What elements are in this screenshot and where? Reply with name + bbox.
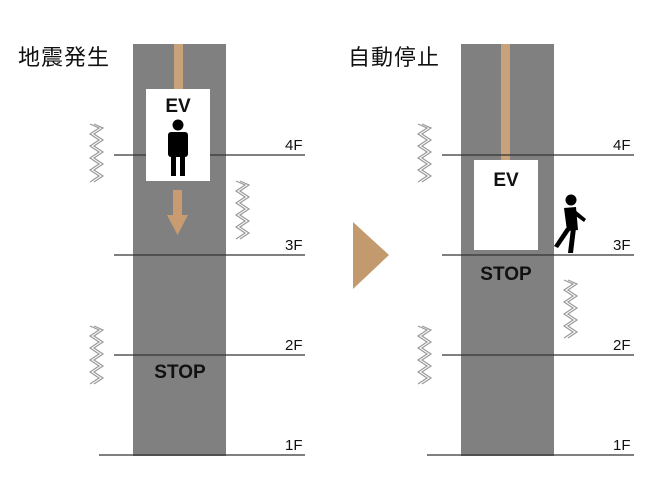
vibration-wave-icon bbox=[416, 325, 433, 385]
stop-label: STOP bbox=[480, 264, 532, 285]
elevator-car-label: EV bbox=[493, 170, 519, 191]
floor-label-3f: 3F bbox=[285, 237, 303, 254]
vibration-wave-icon bbox=[234, 180, 251, 240]
vibration-wave-icon bbox=[88, 325, 105, 385]
hoist-cable bbox=[501, 44, 510, 162]
hoist-cable bbox=[174, 44, 183, 94]
floor-label-3f: 3F bbox=[613, 237, 631, 254]
floor-label-4f: 4F bbox=[285, 137, 303, 154]
down-arrow-icon bbox=[167, 190, 188, 235]
floor-label-1f: 1F bbox=[285, 437, 303, 454]
right-panel-title: 自動停止 bbox=[348, 46, 441, 71]
vibration-wave-icon bbox=[416, 123, 433, 183]
person-icon bbox=[168, 119, 188, 176]
floor-label-2f: 2F bbox=[285, 337, 303, 354]
left-panel: 4F 3F 2F 1F EV STOP bbox=[88, 44, 305, 456]
stop-label: STOP bbox=[154, 362, 206, 383]
floor-label-4f: 4F bbox=[613, 137, 631, 154]
walking-person-icon bbox=[554, 194, 586, 253]
left-panel-title: 地震発生 bbox=[18, 46, 111, 71]
vibration-wave-icon bbox=[562, 279, 579, 339]
proceed-arrow-icon bbox=[353, 222, 389, 289]
right-panel: 4F 3F 2F 1F EV STOP bbox=[416, 44, 634, 456]
floor-label-2f: 2F bbox=[613, 337, 631, 354]
elevator-car bbox=[474, 160, 538, 250]
vibration-wave-icon bbox=[88, 123, 105, 183]
elevator-car-label: EV bbox=[165, 96, 191, 117]
floor-label-1f: 1F bbox=[613, 437, 631, 454]
